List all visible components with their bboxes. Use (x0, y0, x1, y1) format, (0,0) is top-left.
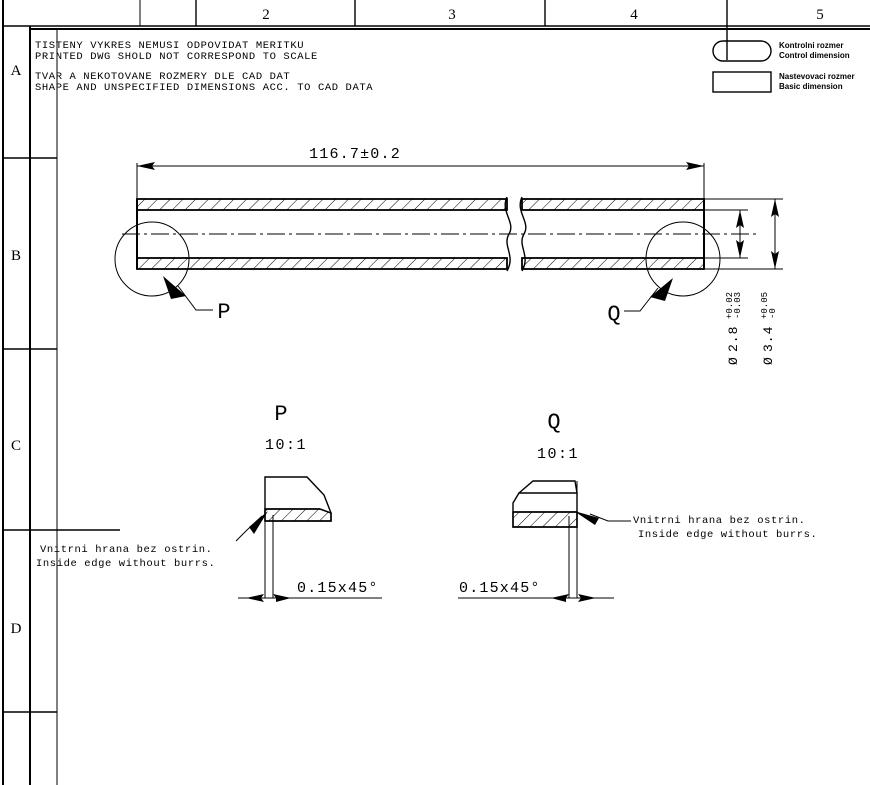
detail-q-note-cs: Vnitrni hrana bez ostrin. (633, 515, 806, 527)
dimension-length: 116.7±0.2 (136, 146, 705, 200)
legend-control-label-en: Control dimension (779, 51, 850, 60)
outer-diameter-value: 3.4 (761, 326, 776, 352)
zone-label-top: 2 (262, 7, 270, 23)
detail-leader-p (177, 285, 213, 311)
detail-q-section-hatch (512, 511, 578, 528)
legend-block: Kontrolni rozmer Control dimension Naste… (712, 40, 855, 93)
tube-wall-bottom-left (136, 257, 508, 270)
tube-wall-top-left (136, 198, 508, 211)
legend-control-shape (712, 40, 772, 62)
detail-leader-q (624, 287, 659, 312)
note-line-2-cs: TVAR A NEKOTOVANE ROZMERY DLE CAD DAT (35, 71, 290, 83)
detail-p-title: P (274, 402, 287, 427)
detail-q-note-en: Inside edge without burrs. (638, 529, 817, 541)
note-line-1-en: PRINTED DWG SHOLD NOT CORRESPOND TO SCAL… (35, 51, 318, 63)
tube-wall-top-right (521, 198, 705, 211)
detail-circle-p (114, 221, 190, 297)
detail-q-scale: 10:1 (537, 446, 579, 463)
detail-q-chamfer-text: 0.15x45° (459, 580, 541, 597)
main-view-tube: P Q (114, 196, 760, 327)
outer-diameter-tol-upper: +0.05 (760, 292, 770, 319)
dimension-outer-diameter: Ø 3.4 +0.05 -0 (704, 198, 783, 365)
detail-q-title: Q (547, 410, 560, 435)
detail-q-note-leader (589, 513, 631, 522)
zone-label-left: A (11, 63, 22, 79)
detail-view-p: P 10:1 0.15x45° Vnitrni hrana bez ostrin… (36, 402, 382, 602)
legend-basic-label-cs: Nastevovaci rozmer (779, 72, 855, 81)
outer-diameter-symbol: Ø (761, 356, 776, 365)
detail-arrow-p (163, 276, 186, 299)
detail-mark-label-q: Q (607, 302, 620, 327)
detail-p-note-cs: Vnitrni hrana bez ostrin. (40, 544, 213, 556)
detail-circle-q (645, 221, 721, 297)
zone-label-top: 4 (630, 7, 638, 23)
tube-wall-bottom-right (521, 257, 705, 270)
detail-p-section-hatch (264, 508, 332, 522)
detail-mark-label-p: P (217, 300, 230, 325)
detail-p-note-arrow (249, 511, 268, 534)
legend-control-label-cs: Kontrolni rozmer (779, 41, 843, 50)
detail-arrow-q (650, 278, 673, 301)
zone-label-top: 5 (816, 7, 824, 23)
zone-label-left: D (11, 621, 22, 637)
general-notes-block: TISTENY VYKRES NEMUSI ODPOVIDAT MERITKU … (35, 40, 373, 94)
inner-diameter-value: 2.8 (726, 326, 741, 352)
detail-p-scale: 10:1 (265, 437, 307, 454)
detail-q-note-arrow (574, 511, 599, 525)
legend-basic-shape (712, 71, 772, 93)
zone-label-left: B (11, 248, 21, 264)
outer-diameter-tol-lower: -0 (768, 308, 778, 319)
detail-view-q: Q 10:1 0.15x45° Vnitrni hrana bez ostrin… (458, 410, 817, 602)
zone-label-left: C (11, 438, 21, 454)
detail-p-chamfer-text: 0.15x45° (297, 580, 379, 597)
zone-label-top: 3 (448, 7, 456, 23)
dimension-length-text: 116.7±0.2 (309, 146, 401, 163)
detail-p-note-en: Inside edge without burrs. (36, 558, 215, 570)
note-line-2-en: SHAPE AND UNSPECIFIED DIMENSIONS ACC. TO… (35, 82, 373, 94)
inner-diameter-symbol: Ø (726, 356, 741, 365)
note-line-1-cs: TISTENY VYKRES NEMUSI ODPOVIDAT MERITKU (35, 40, 304, 52)
legend-basic-label-en: Basic dimension (779, 82, 843, 91)
inner-diameter-tol-upper: +0.02 (725, 292, 735, 319)
dimension-inner-diameter: Ø 2.8 +0.02 -0.03 (704, 209, 748, 365)
inner-diameter-tol-lower: -0.03 (733, 292, 743, 319)
